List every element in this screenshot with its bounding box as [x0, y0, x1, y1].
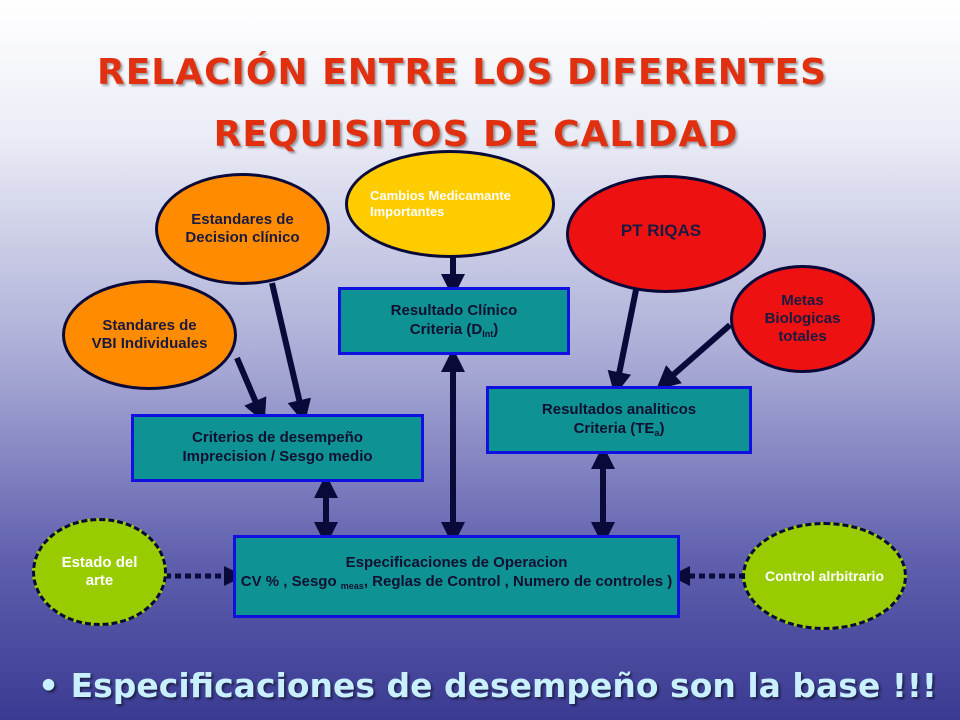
- title-line-1: RELACIÓN ENTRE LOS DIFERENTES: [96, 52, 827, 93]
- box-especificaciones-line2: CV % , Sesgo meas, Reglas de Control , N…: [240, 572, 673, 591]
- bullet-text: Especificaciones de desempeño son la bas…: [70, 666, 937, 705]
- node-cambios-line1: Cambios Medicamante: [370, 188, 511, 204]
- node-metas-line2: Biologicas: [764, 310, 841, 327]
- title-line-2: REQUISITOS DE CALIDAD: [213, 114, 739, 155]
- node-cambios-medicamante: Cambios Medicamante Importantes: [345, 150, 555, 258]
- box-especificaciones: Especificaciones de Operacion CV % , Ses…: [233, 535, 680, 618]
- node-metas-line1: Metas: [781, 292, 824, 309]
- box-criterios-line1: Criterios de desempeño: [192, 429, 363, 447]
- node-estado-line1: Estado del: [61, 554, 138, 571]
- node-estandares-decision-line1: Estandares de: [191, 211, 294, 228]
- node-control-arbitrario: Control alrbitrario: [742, 522, 907, 630]
- node-control-label: Control alrbitrario: [764, 567, 884, 584]
- node-vbi-line2: VBI Individuales: [91, 335, 208, 352]
- box-criterios-line2: Imprecision / Sesgo medio: [182, 448, 373, 465]
- box-resultados-analiticos: Resultados analiticos Criteria (TEa): [486, 386, 752, 454]
- node-pt-riqas-label: PT RIQAS: [620, 220, 702, 240]
- node-pt-riqas: PT RIQAS: [566, 175, 766, 293]
- node-metas-line3: totales: [778, 328, 827, 345]
- node-estado-arte: Estado del arte: [32, 518, 167, 626]
- box-resultado-clinico: Resultado Clínico Criteria (DInt): [338, 287, 570, 355]
- node-estandares-decision: Estandares de Decision clínico: [155, 173, 330, 285]
- node-estado-line2: arte: [85, 572, 114, 589]
- box-criterios-desempeno: Criterios de desempeño Imprecision / Ses…: [131, 414, 424, 482]
- node-vbi-line1: Standares de: [102, 317, 197, 334]
- node-standares-vbi: Standares de VBI Individuales: [62, 280, 237, 390]
- box-analiticos-line1: Resultados analiticos: [541, 401, 697, 418]
- node-cambios-line2: Importantes: [370, 204, 445, 219]
- bullet-statement: • Especificaciones de desempeño son la b…: [38, 666, 937, 705]
- arrow-metas-to-analiticos: [655, 322, 732, 390]
- arrow-riqas-to-analiticos: [607, 289, 639, 396]
- node-metas-biologicas: Metas Biologicas totales: [730, 265, 875, 373]
- box-clinico-line1: Resultado Clínico: [390, 302, 518, 319]
- bullet-symbol: •: [38, 666, 60, 705]
- arrow-vbi-to-criterios: [234, 356, 267, 424]
- box-analiticos-line2: Criteria (TEa): [573, 419, 665, 438]
- box-especificaciones-line1: Especificaciones de Operacion: [345, 554, 568, 571]
- node-estandares-decision-line2: Decision clínico: [185, 229, 300, 246]
- box-clinico-line2: Criteria (DInt): [409, 320, 499, 339]
- arrow-decision-to-criterios: [269, 282, 311, 424]
